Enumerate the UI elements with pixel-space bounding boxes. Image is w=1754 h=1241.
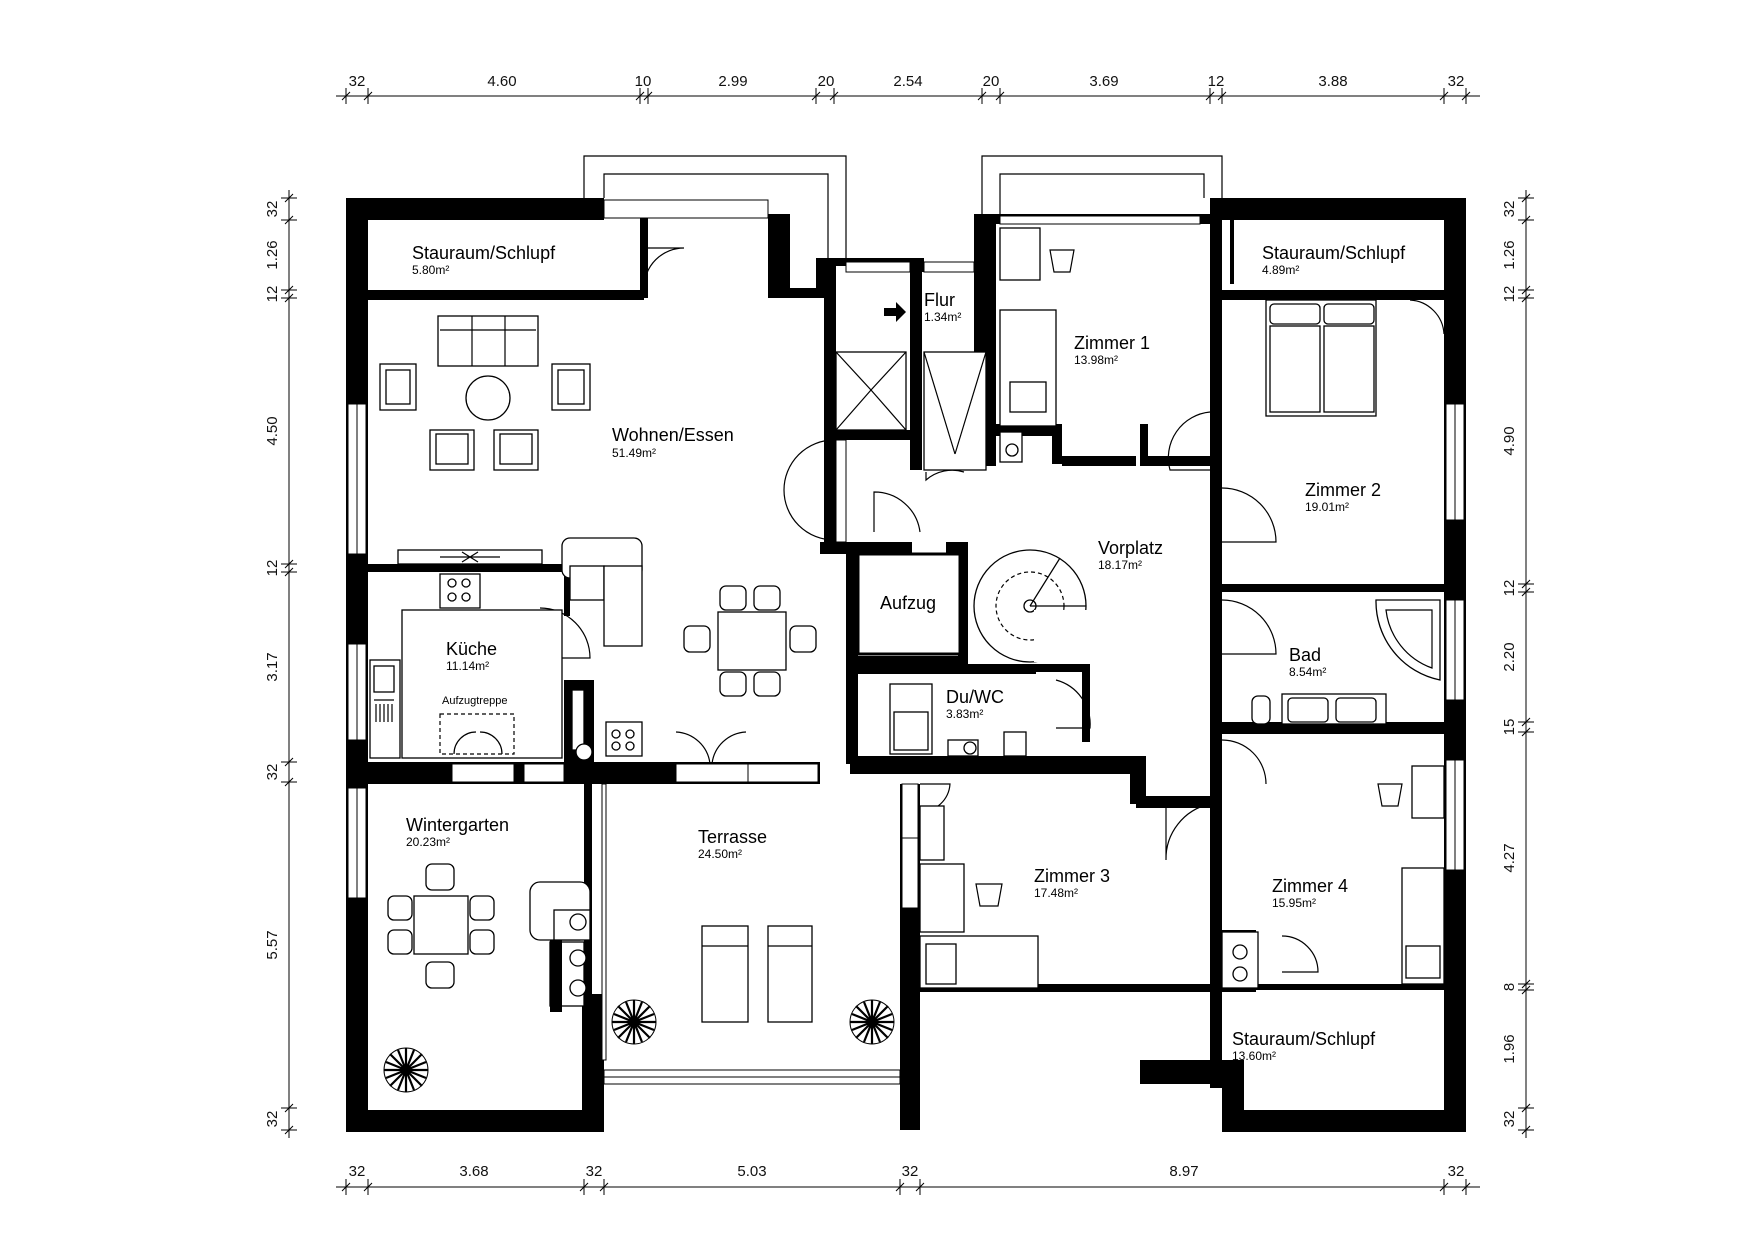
dim-left-4: 4.50: [264, 416, 281, 445]
room-name-kueche: Küche: [446, 639, 497, 659]
dim-top-9: 12: [1208, 73, 1225, 90]
room-area-zimmer-2: 19.01m²: [1305, 500, 1349, 514]
flur-arrow-icon: [884, 302, 906, 322]
room-name-du-wc: Du/WC: [946, 687, 1004, 707]
spiral-staircase: [973, 549, 1088, 663]
room-area-wohnen: 51.49m²: [612, 446, 656, 460]
dim-right-2: 1.26: [1501, 240, 1518, 269]
dim-left-3: 12: [264, 286, 281, 303]
furniture: [369, 227, 1445, 1023]
room-area-zimmer-3: 17.48m²: [1034, 886, 1078, 900]
room-area-kueche: 11.14m²: [446, 659, 489, 673]
room-area-terrasse: 24.50m²: [698, 847, 742, 861]
dim-bottom-3: 32: [586, 1163, 603, 1180]
dim-top-8: 3.69: [1089, 73, 1118, 90]
room-name-stauraum-1: Stauraum/Schlupf: [412, 243, 556, 263]
dim-right-9: 8: [1501, 983, 1518, 991]
room-area-zimmer-4: 15.95m²: [1272, 896, 1316, 910]
stairs: [835, 302, 987, 471]
dim-top-2: 4.60: [487, 73, 516, 90]
dim-right-8: 4.27: [1501, 843, 1518, 872]
dimension-bottom: 32 3.68 32 5.03 32 8.97 32: [336, 1163, 1480, 1195]
dim-bottom-6: 8.97: [1169, 1163, 1198, 1180]
dimension-right: 32 1.26 12 4.90 12 2.20 15 4.27 8 1.96 3…: [1501, 190, 1534, 1138]
room-name-zimmer-3: Zimmer 3: [1034, 866, 1110, 886]
room-name-zimmer-1: Zimmer 1: [1074, 333, 1150, 353]
dim-right-1: 32: [1501, 201, 1518, 218]
dim-left-8: 5.57: [264, 930, 281, 959]
windows: [347, 199, 1465, 1085]
room-area-stauraum-3: 13.60m²: [1232, 1049, 1276, 1063]
room-name-flur: Flur: [924, 290, 955, 310]
plant-icon-3: [849, 999, 895, 1045]
room-area-stauraum-1: 5.80m²: [412, 263, 449, 277]
dormer-outlines: [583, 155, 1223, 262]
dim-right-7: 15: [1501, 719, 1518, 736]
dim-left-2: 1.26: [264, 240, 281, 269]
room-labels: Stauraum/Schlupf 5.80m² Wohnen/Essen 51.…: [406, 243, 1406, 1063]
room-name-terrasse: Terrasse: [698, 827, 767, 847]
dim-right-5: 12: [1501, 580, 1518, 597]
dim-bottom-4: 5.03: [737, 1163, 766, 1180]
dim-top-4: 2.99: [718, 73, 747, 90]
room-area-zimmer-1: 13.98m²: [1074, 353, 1118, 367]
dim-left-5: 12: [264, 560, 281, 577]
room-name-stauraum-3: Stauraum/Schlupf: [1232, 1029, 1376, 1049]
room-area-bad: 8.54m²: [1289, 665, 1326, 679]
dim-bottom-5: 32: [902, 1163, 919, 1180]
dimension-top: 32 4.60 10 2.99 20 2.54 20 3.69 12 3.88 …: [336, 73, 1480, 104]
plant-icon-2: [611, 999, 657, 1045]
room-area-vorplatz: 18.17m²: [1098, 558, 1142, 572]
dim-left-6: 3.17: [264, 652, 281, 681]
dim-bottom-2: 3.68: [459, 1163, 488, 1180]
dim-right-3: 12: [1501, 286, 1518, 303]
dim-left-9: 32: [264, 1111, 281, 1128]
dim-bottom-7: 32: [1448, 1163, 1465, 1180]
dim-bottom-1: 32: [349, 1163, 366, 1180]
dim-top-6: 2.54: [893, 73, 922, 90]
dim-right-11: 32: [1501, 1111, 1518, 1128]
room-area-flur: 1.34m²: [924, 310, 961, 324]
label-aufzugtreppe: Aufzugtreppe: [442, 695, 507, 707]
room-name-wintergarten: Wintergarten: [406, 815, 509, 835]
dim-right-4: 4.90: [1501, 426, 1518, 455]
dim-top-7: 20: [983, 73, 1000, 90]
dim-top-11: 32: [1448, 73, 1465, 90]
room-name-stauraum-2: Stauraum/Schlupf: [1262, 243, 1406, 263]
dim-top-3: 10: [635, 73, 652, 90]
dim-left-7: 32: [264, 764, 281, 781]
room-area-du-wc: 3.83m²: [946, 707, 983, 721]
plant-icon-1: [383, 1047, 429, 1093]
room-area-wintergarten: 20.23m²: [406, 835, 450, 849]
room-area-stauraum-2: 4.89m²: [1262, 263, 1299, 277]
doors: [539, 247, 1445, 973]
dim-left-1: 32: [264, 201, 281, 218]
room-name-vorplatz: Vorplatz: [1098, 538, 1163, 558]
dim-right-10: 1.96: [1501, 1034, 1518, 1063]
room-name-zimmer-2: Zimmer 2: [1305, 480, 1381, 500]
dim-right-6: 2.20: [1501, 642, 1518, 671]
dim-top-5: 20: [818, 73, 835, 90]
room-name-aufzug: Aufzug: [880, 593, 936, 613]
elevator-shaft: [856, 552, 962, 656]
room-name-zimmer-4: Zimmer 4: [1272, 876, 1348, 896]
dim-top-10: 3.88: [1318, 73, 1347, 90]
room-name-bad: Bad: [1289, 645, 1321, 665]
room-name-wohnen: Wohnen/Essen: [612, 425, 734, 445]
dimension-left: 32 1.26 12 4.50 12 3.17 32 5.57 32: [264, 190, 297, 1138]
dim-top-1: 32: [349, 73, 366, 90]
